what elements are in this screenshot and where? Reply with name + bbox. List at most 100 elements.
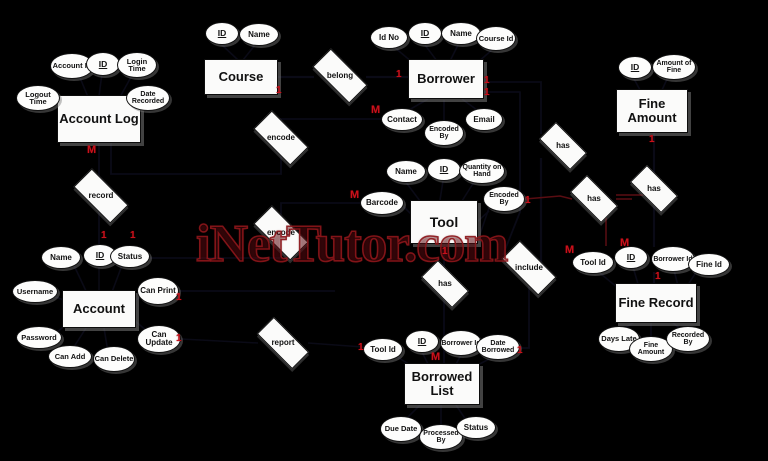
attribute-c_name[interactable]: Name: [239, 23, 279, 46]
attribute-fr_fine_amount[interactable]: Fine Amount: [629, 336, 673, 362]
attribute-bl_borrower_id[interactable]: Borrower Id: [440, 330, 482, 356]
attribute-bl_date_borrowed[interactable]: Date Borrowed: [476, 334, 520, 360]
attribute-label: Email: [473, 114, 495, 124]
attribute-label: Name: [450, 28, 472, 38]
attribute-label: Date Borrowed: [481, 340, 515, 354]
relationship-rel_belong[interactable]: belong: [312, 48, 368, 104]
attribute-fr_id[interactable]: ID: [614, 246, 648, 269]
cardinality-card_barcode_m: M: [350, 189, 360, 201]
entity-tool[interactable]: Tool: [410, 200, 478, 244]
relationship-rel_has_tool[interactable]: has: [420, 259, 470, 309]
attribute-label: Login Time: [126, 56, 148, 73]
cardinality-card_tool_1: 1: [442, 246, 448, 257]
attribute-b_email[interactable]: Email: [465, 108, 503, 131]
relationship-rel_encode_2[interactable]: encode: [253, 205, 309, 261]
relationship-rel_report[interactable]: report: [256, 316, 310, 370]
attribute-t_encoded_by[interactable]: Encoded By: [483, 186, 525, 212]
cardinality-card_borrower_1a: 1: [396, 69, 402, 80]
attribute-a_can_add[interactable]: Can Add: [48, 345, 92, 368]
relationship-label: report: [271, 338, 295, 347]
attribute-fr_tool_id[interactable]: Tool Id: [572, 251, 614, 274]
relationship-rel_record[interactable]: record: [73, 168, 129, 224]
entity-account[interactable]: Account: [62, 290, 136, 328]
attribute-label: Username: [16, 286, 54, 296]
entity-fine_amount[interactable]: Fine Amount: [616, 89, 688, 133]
attribute-label: Can Print: [140, 286, 176, 295]
attribute-bl_processed_by[interactable]: Processed By: [419, 424, 463, 450]
attribute-label: Encoded By: [489, 192, 519, 206]
attribute-b_encoded_by[interactable]: Encoded By: [424, 120, 464, 146]
attribute-t_qty[interactable]: Quantity on Hand: [459, 158, 505, 184]
relationship-rel_include[interactable]: include: [501, 240, 557, 296]
attribute-label: Processed By: [423, 430, 459, 444]
relationship-rel_encode_1[interactable]: encode: [253, 110, 309, 166]
relationship-label: has: [556, 141, 570, 150]
attribute-t_barcode[interactable]: Barcode: [360, 191, 404, 215]
attribute-a_can_print[interactable]: Can Print: [137, 277, 179, 305]
attribute-bl_tool_id[interactable]: Tool Id: [363, 338, 403, 361]
attribute-label: Tool Id: [580, 257, 606, 267]
attribute-fa_amount[interactable]: Amount of Fine: [652, 54, 696, 80]
attribute-bl_status[interactable]: Status: [456, 416, 496, 439]
attribute-fr_borrower_id[interactable]: Borrower Id: [651, 246, 695, 272]
entity-label: Fine Record: [618, 295, 694, 311]
entity-fine_record[interactable]: Fine Record: [615, 283, 697, 323]
attribute-label: Fine Id: [696, 259, 722, 269]
attribute-c_id[interactable]: ID: [205, 22, 239, 45]
relationship-rel_has_fine[interactable]: has: [629, 164, 679, 214]
attribute-label: Date Recorded: [131, 91, 165, 105]
attribute-al_logout_time[interactable]: Logout Time: [16, 85, 60, 111]
attribute-label: Course Id: [478, 33, 514, 43]
entity-borrowed_list[interactable]: Borrowed List: [404, 363, 480, 405]
attribute-label: ID: [626, 252, 636, 263]
attribute-label: ID: [439, 164, 449, 175]
attribute-label: Due Date: [384, 424, 418, 434]
attribute-label: Status: [117, 251, 143, 261]
entity-label: Borrower: [417, 71, 475, 87]
cardinality-card_can_print_1: 1: [176, 292, 182, 303]
attribute-a_can_delete[interactable]: Can Delete: [93, 346, 135, 372]
attribute-b_id_no[interactable]: Id No: [370, 26, 408, 49]
entity-account_log[interactable]: Account Log: [57, 95, 141, 143]
relationship-rel_has_mid[interactable]: has: [569, 174, 619, 224]
attribute-a_can_update[interactable]: Can Update: [137, 325, 181, 353]
attribute-a_username[interactable]: Username: [12, 280, 58, 303]
attribute-a_password[interactable]: Password: [16, 326, 62, 349]
cardinality-card_contact_m: M: [371, 104, 381, 116]
relationship-label: encode: [266, 228, 295, 237]
attribute-fr_fine_id[interactable]: Fine Id: [688, 253, 730, 276]
cardinality-card_tool_encoded_1: 1: [525, 195, 531, 206]
attribute-fa_id[interactable]: ID: [618, 56, 652, 79]
attribute-al_date_rec[interactable]: Date Recorded: [126, 85, 170, 111]
relationship-label: has: [438, 279, 452, 288]
attribute-b_contact[interactable]: Contact: [381, 108, 423, 131]
attribute-label: Fine Amount: [637, 342, 665, 356]
attribute-b_course_id[interactable]: Course Id: [476, 26, 516, 51]
relationship-label: include: [514, 263, 543, 272]
cardinality-card_fr_borrower_1: 1: [655, 271, 661, 282]
attribute-bl_id[interactable]: ID: [405, 330, 439, 353]
attribute-label: Name: [248, 29, 270, 39]
attribute-t_id[interactable]: ID: [427, 158, 461, 181]
entity-borrower[interactable]: Borrower: [408, 59, 484, 99]
cardinality-card_can_update_1: 1: [176, 333, 182, 344]
attribute-a_name[interactable]: Name: [41, 246, 81, 269]
cardinality-card_bl_tool_id_1: 1: [358, 342, 364, 353]
attribute-label: Encoded By: [429, 126, 459, 140]
attribute-label: Can Update: [145, 330, 173, 347]
relationship-label: has: [587, 194, 601, 203]
attribute-t_name[interactable]: Name: [386, 160, 426, 183]
cardinality-card_fine_amount_1: 1: [649, 134, 655, 145]
attribute-a_status[interactable]: Status: [110, 245, 150, 268]
attribute-label: ID: [417, 336, 427, 347]
attribute-fr_recorded_by[interactable]: Recorded By: [666, 326, 710, 352]
entity-label: Fine Amount: [627, 96, 677, 125]
entity-course[interactable]: Course: [204, 59, 278, 95]
cardinality-card_course_1: 1: [276, 85, 282, 96]
relationship-rel_has_top[interactable]: has: [538, 121, 588, 171]
relationship-label: record: [88, 191, 114, 200]
attribute-label: ID: [630, 62, 640, 73]
attribute-al_login_time[interactable]: Login Time: [117, 52, 157, 78]
